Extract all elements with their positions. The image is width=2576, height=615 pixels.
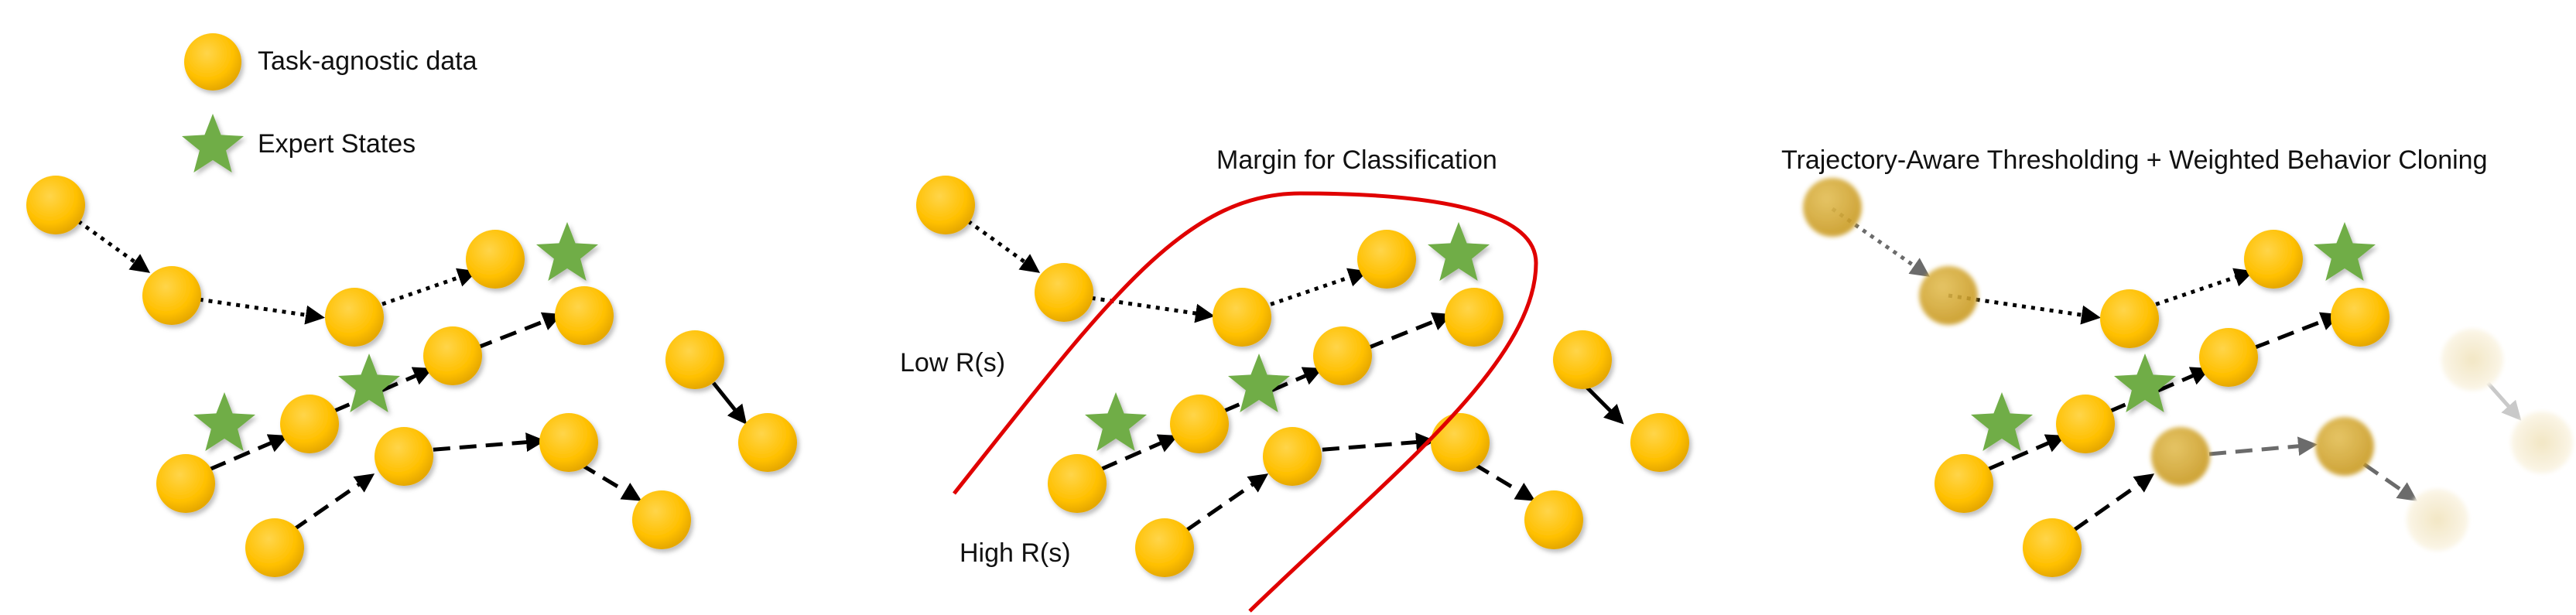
expert-star-icon bbox=[1228, 354, 1290, 412]
expert-star-icon bbox=[338, 354, 400, 412]
node bbox=[2056, 395, 2115, 453]
panel-3-nodes bbox=[1935, 230, 2390, 577]
panel-2-stars bbox=[1085, 222, 1490, 451]
expert-star-icon bbox=[193, 392, 255, 451]
node bbox=[375, 427, 433, 486]
node-dimmed bbox=[2151, 427, 2210, 486]
arrow-p2-a2 bbox=[1063, 292, 1215, 323]
node bbox=[1553, 330, 1612, 389]
panel-1-stars bbox=[193, 222, 598, 451]
node bbox=[1357, 230, 1416, 289]
node-dimmed bbox=[1919, 266, 1978, 325]
node bbox=[280, 395, 339, 453]
arrow-p3-c3 bbox=[2362, 462, 2418, 501]
node bbox=[1935, 454, 1993, 513]
panel-3-faint-nodes bbox=[2407, 329, 2573, 551]
arrow-p3-a2 bbox=[1948, 293, 2101, 325]
node bbox=[2100, 289, 2159, 348]
arrow-p1-d1 bbox=[712, 381, 747, 425]
arrow-p1-b1 bbox=[185, 434, 289, 482]
node bbox=[423, 326, 482, 385]
expert-star-icon bbox=[1085, 392, 1147, 451]
arrow-p2-c2 bbox=[1295, 432, 1435, 454]
arrow-p1-c2 bbox=[406, 432, 546, 454]
node-dimmed bbox=[1803, 178, 1862, 237]
node bbox=[1524, 490, 1583, 549]
node bbox=[325, 288, 384, 347]
node bbox=[1135, 518, 1194, 577]
node bbox=[1035, 263, 1093, 322]
node bbox=[1445, 288, 1504, 347]
panel-1-arrows bbox=[54, 203, 747, 548]
arrow-p1-b3 bbox=[475, 312, 563, 350]
expert-star-icon bbox=[2114, 354, 2176, 412]
arrow-p1-c1 bbox=[269, 473, 375, 548]
node bbox=[1170, 395, 1229, 453]
panel-3-title: Trajectory-Aware Thresholding + Weighted… bbox=[1781, 145, 2488, 175]
node bbox=[738, 413, 797, 472]
arrow-p1-c3 bbox=[579, 462, 642, 501]
panel-2-title: Margin for Classification bbox=[1216, 145, 1497, 175]
arrow-p3-c1 bbox=[2051, 473, 2155, 548]
expert-star-icon bbox=[536, 222, 598, 281]
panel-2-high-label: High R(s) bbox=[960, 538, 1071, 568]
legend-task-agnostic-label: Task-agnostic data bbox=[258, 46, 477, 76]
arrow-p3-b1 bbox=[1963, 434, 2066, 482]
expert-star-icon bbox=[1428, 222, 1490, 281]
panel-3-stars bbox=[1971, 222, 2376, 451]
arrow-p2-c1 bbox=[1163, 473, 1269, 548]
legend bbox=[182, 33, 244, 173]
panel-1-nodes bbox=[26, 176, 797, 577]
arrow-p3-b3 bbox=[2253, 312, 2341, 350]
node bbox=[142, 266, 201, 325]
node-faint bbox=[2407, 489, 2468, 551]
legend-node-icon bbox=[184, 33, 241, 91]
arrow-p3-d1 bbox=[2486, 381, 2522, 421]
node bbox=[1263, 427, 1322, 486]
expert-star-icon bbox=[2314, 222, 2376, 281]
legend-star-icon bbox=[182, 114, 244, 173]
arrow-p2-c3 bbox=[1473, 462, 1536, 501]
node bbox=[2331, 288, 2390, 347]
panel-1 bbox=[26, 176, 797, 577]
panel-2-low-label: Low R(s) bbox=[900, 348, 1006, 378]
node bbox=[1213, 288, 1271, 347]
legend-expert-states-label: Expert States bbox=[258, 129, 416, 159]
node bbox=[2199, 328, 2258, 387]
node bbox=[665, 330, 724, 389]
node bbox=[1313, 326, 1372, 385]
node bbox=[156, 454, 215, 513]
node bbox=[632, 490, 691, 549]
node bbox=[2023, 518, 2082, 577]
panel-3-arrows bbox=[1831, 207, 2522, 548]
node bbox=[1048, 454, 1107, 513]
node bbox=[555, 286, 614, 345]
node bbox=[466, 230, 525, 289]
node bbox=[26, 176, 85, 234]
node bbox=[1431, 413, 1490, 472]
node bbox=[245, 518, 304, 577]
arrow-p2-b3 bbox=[1367, 312, 1452, 350]
node-faint bbox=[2441, 329, 2503, 391]
panel-2-nodes bbox=[916, 176, 1689, 577]
node bbox=[2244, 230, 2303, 289]
expert-star-icon bbox=[1971, 392, 2033, 451]
arrow-p3-c2 bbox=[2208, 436, 2318, 456]
node bbox=[539, 413, 598, 472]
arrow-p2-b1 bbox=[1076, 434, 1179, 482]
node-faint bbox=[2511, 412, 2573, 473]
arrow-p1-a2 bbox=[171, 293, 325, 325]
panel-3-dim-nodes bbox=[1803, 178, 2374, 486]
arrow-p2-d1 bbox=[1581, 381, 1624, 425]
panel-2 bbox=[916, 176, 1689, 613]
node bbox=[1630, 413, 1689, 472]
node-dimmed bbox=[2315, 417, 2374, 476]
node bbox=[916, 176, 975, 234]
panel-3 bbox=[1803, 178, 2573, 577]
margin-curve bbox=[953, 191, 1538, 613]
